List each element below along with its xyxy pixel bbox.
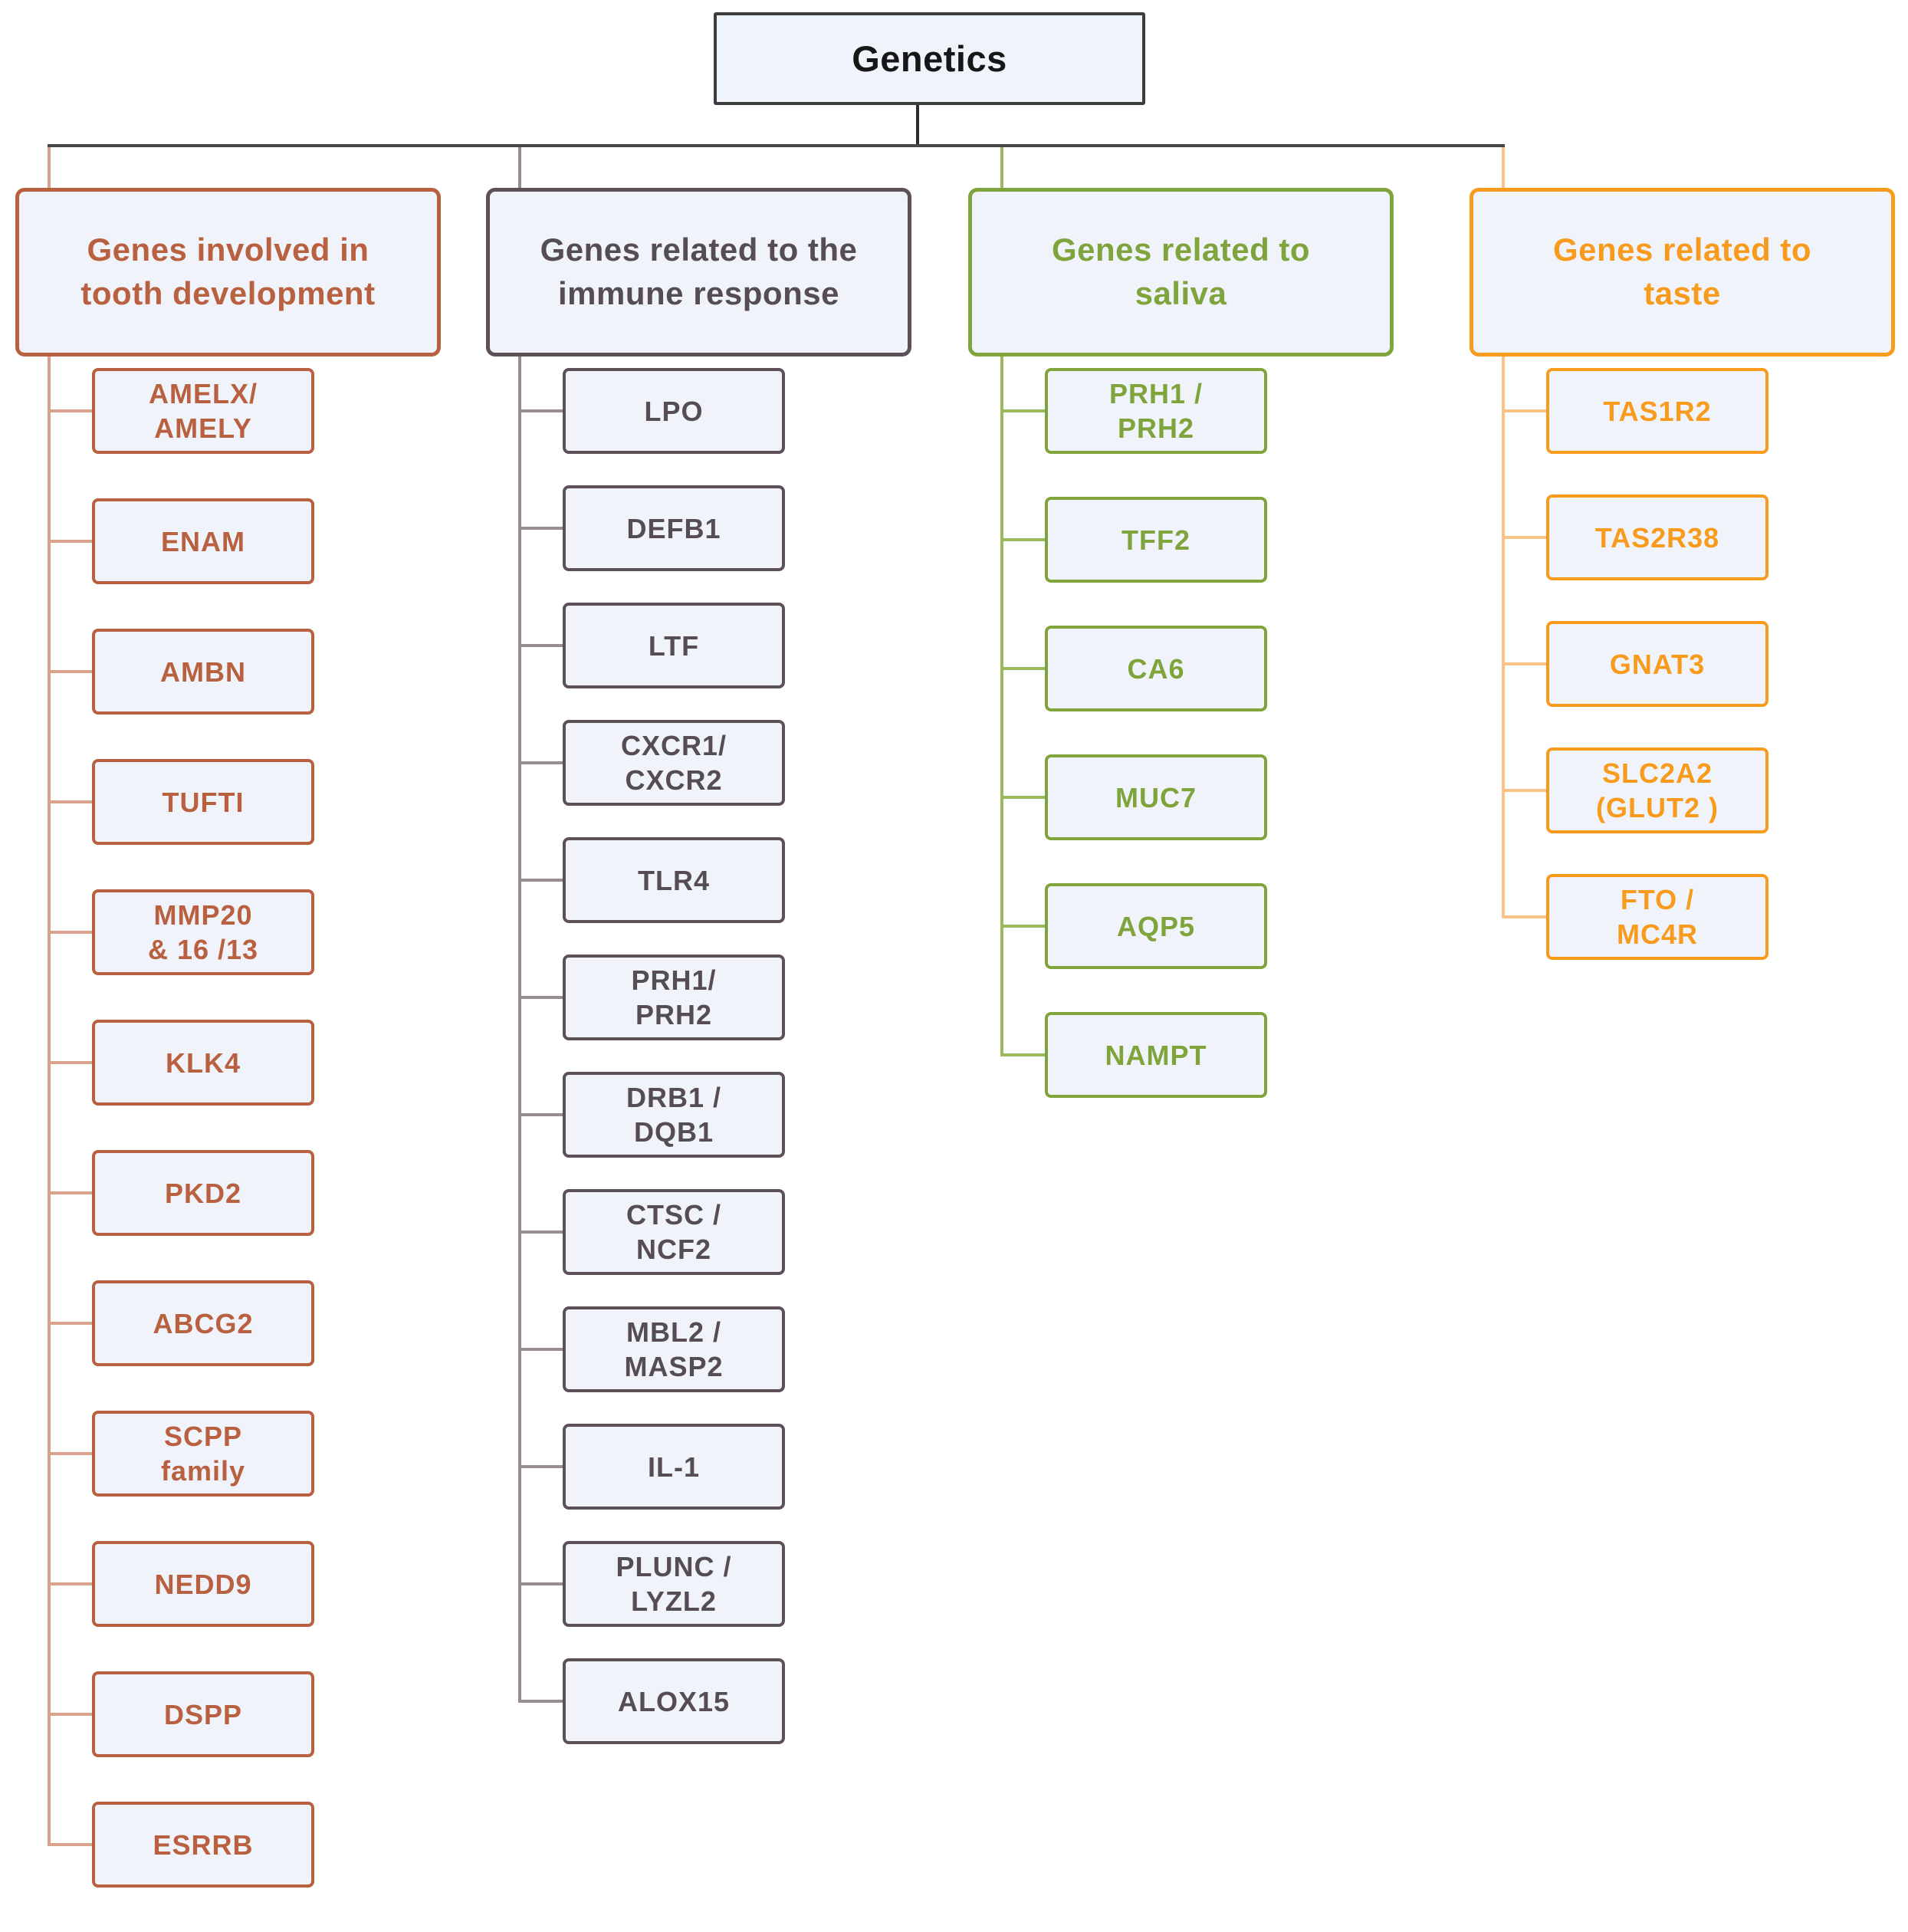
list-item: MMP20 & 16 /13	[48, 802, 314, 975]
gene-node-drb1-dqb1: DRB1 / DQB1	[563, 1072, 785, 1158]
list-item: PRH1/ PRH2	[518, 880, 785, 1040]
gene-node-tufti: TUFTI	[92, 759, 314, 845]
gene-node-esrrb: ESRRB	[92, 1802, 314, 1888]
gene-node-tlr4: TLR4	[563, 837, 785, 923]
gene-node-mbl2-masp2: MBL2 / MASP2	[563, 1306, 785, 1392]
branch-taste: Genes related to taste TAS1R2 TAS2R38 GN…	[1470, 188, 1895, 1001]
list-item: ENAM	[48, 411, 314, 584]
list-item: LTF	[518, 528, 785, 688]
list-item: KLK4	[48, 932, 314, 1106]
gene-node-il-1: IL-1	[563, 1424, 785, 1510]
connector-drop-saliva	[1000, 147, 1003, 189]
list-item: PRH1 / PRH2	[1000, 356, 1267, 454]
branch-tooth-development: Genes involved in tooth development AMEL…	[15, 188, 441, 1932]
gene-node-ctsc-ncf2: CTSC / NCF2	[563, 1189, 785, 1275]
gene-node-prh1-prh2-saliva: PRH1 / PRH2	[1045, 368, 1267, 454]
gene-list-immune-response: LPO DEFB1 LTF CXCR1/ CXCR2 TLR4 PRH1/ PR…	[518, 356, 785, 1744]
list-item: ALOX15	[518, 1584, 785, 1744]
gene-node-scpp-family: SCPP family	[92, 1411, 314, 1497]
gene-list-saliva: PRH1 / PRH2 TFF2 CA6 MUC7 AQP5 NAMPT	[1000, 356, 1267, 1098]
column-header-taste: Genes related to taste	[1470, 188, 1895, 356]
gene-node-tas1r2: TAS1R2	[1546, 368, 1768, 454]
list-item: AQP5	[1000, 797, 1267, 969]
gene-node-mmp20: MMP20 & 16 /13	[92, 889, 314, 975]
gene-node-aqp5: AQP5	[1045, 883, 1267, 969]
gene-node-abcg2: ABCG2	[92, 1280, 314, 1366]
connector-drop-taste	[1502, 147, 1505, 189]
list-item: TLR4	[518, 763, 785, 923]
gene-node-cxcr1-cxcr2: CXCR1/ CXCR2	[563, 720, 785, 806]
list-item: PKD2	[48, 1063, 314, 1236]
list-item: MUC7	[1000, 669, 1267, 840]
list-item: IL-1	[518, 1349, 785, 1510]
gene-node-alox15: ALOX15	[563, 1658, 785, 1744]
gene-node-klk4: KLK4	[92, 1020, 314, 1106]
list-item: CTSC / NCF2	[518, 1115, 785, 1275]
connector-drop-tooth	[48, 147, 51, 189]
list-item: SLC2A2 (GLUT2 )	[1502, 664, 1768, 833]
gene-node-tff2: TFF2	[1045, 497, 1267, 583]
gene-node-prh1-prh2-immune: PRH1/ PRH2	[563, 955, 785, 1040]
list-item: TFF2	[1000, 411, 1267, 583]
gene-node-tas2r38: TAS2R38	[1546, 495, 1768, 580]
connector-rail	[48, 144, 1505, 147]
list-item: DRB1 / DQB1	[518, 997, 785, 1158]
list-item: TAS1R2	[1502, 356, 1768, 454]
list-item: SCPP family	[48, 1323, 314, 1497]
gene-node-fto-mc4r: FTO / MC4R	[1546, 874, 1768, 960]
column-header-immune-response: Genes related to the immune response	[486, 188, 911, 356]
gene-node-plunc-lyzl2: PLUNC / LYZL2	[563, 1541, 785, 1627]
list-item: CXCR1/ CXCR2	[518, 646, 785, 806]
gene-node-enam: ENAM	[92, 498, 314, 584]
gene-node-ltf: LTF	[563, 603, 785, 688]
gene-node-nedd9: NEDD9	[92, 1541, 314, 1627]
list-item: FTO / MC4R	[1502, 790, 1768, 960]
gene-node-ambn: AMBN	[92, 629, 314, 715]
gene-list-taste: TAS1R2 TAS2R38 GNAT3 SLC2A2 (GLUT2 ) FTO…	[1502, 356, 1768, 960]
list-item: DEFB1	[518, 411, 785, 571]
connector-drop-immune	[518, 147, 521, 189]
list-item: AMBN	[48, 541, 314, 715]
list-item: PLUNC / LYZL2	[518, 1467, 785, 1627]
list-item: NAMPT	[1000, 926, 1267, 1098]
list-item: AMELX/ AMELY	[48, 356, 314, 454]
genetics-root-node: Genetics	[714, 12, 1145, 105]
column-header-tooth-development: Genes involved in tooth development	[15, 188, 441, 356]
gene-node-amelx-amely: AMELX/ AMELY	[92, 368, 314, 454]
gene-node-gnat3: GNAT3	[1546, 621, 1768, 707]
list-item: CA6	[1000, 540, 1267, 711]
gene-node-pkd2: PKD2	[92, 1150, 314, 1236]
gene-node-lpo: LPO	[563, 368, 785, 454]
gene-node-defb1: DEFB1	[563, 485, 785, 571]
gene-node-slc2a2-glut2: SLC2A2 (GLUT2 )	[1546, 748, 1768, 833]
list-item: ABCG2	[48, 1193, 314, 1366]
list-item: DSPP	[48, 1584, 314, 1757]
list-item: TAS2R38	[1502, 411, 1768, 580]
list-item: NEDD9	[48, 1454, 314, 1627]
list-item: LPO	[518, 356, 785, 454]
root-connector-line	[916, 105, 919, 144]
branch-saliva: Genes related to saliva PRH1 / PRH2 TFF2…	[968, 188, 1394, 1141]
column-header-saliva: Genes related to saliva	[968, 188, 1394, 356]
gene-node-dspp: DSPP	[92, 1671, 314, 1757]
gene-node-ca6: CA6	[1045, 626, 1267, 711]
gene-list-tooth-development: AMELX/ AMELY ENAM AMBN TUFTI MMP20 & 16 …	[48, 356, 314, 1888]
branch-immune-response: Genes related to the immune response LPO…	[486, 188, 911, 1776]
list-item: TUFTI	[48, 672, 314, 845]
list-item: MBL2 / MASP2	[518, 1232, 785, 1392]
list-item: GNAT3	[1502, 537, 1768, 707]
gene-node-nampt: NAMPT	[1045, 1012, 1267, 1098]
list-item: ESRRB	[48, 1714, 314, 1888]
gene-node-muc7: MUC7	[1045, 754, 1267, 840]
